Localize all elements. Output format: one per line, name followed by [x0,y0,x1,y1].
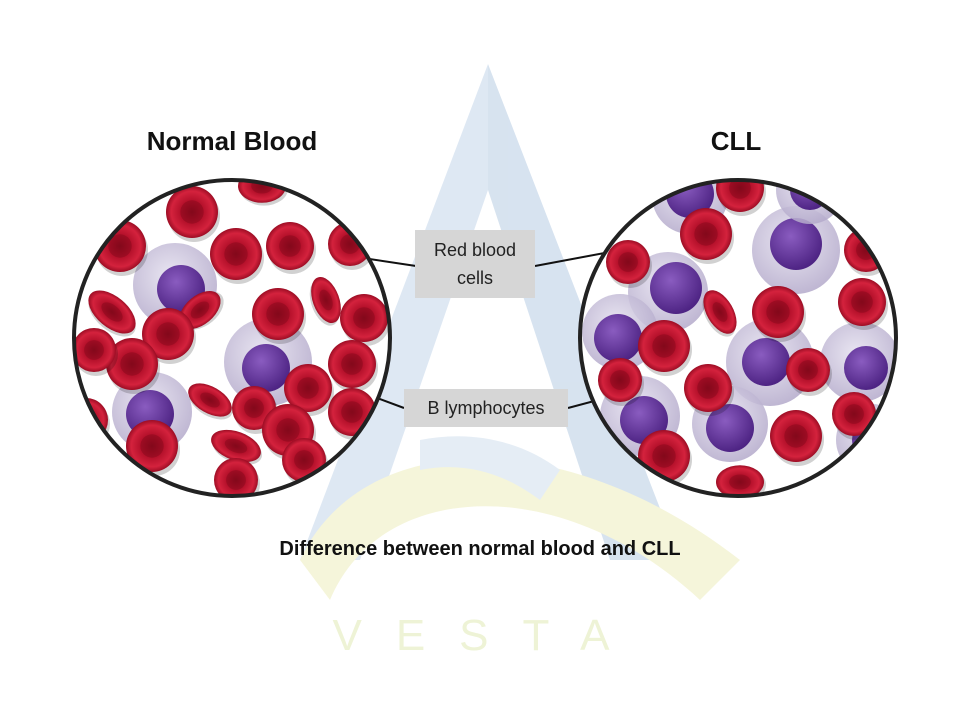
cll-blood-circle [578,178,898,498]
red-blood-cells-label: Red blood cells [415,230,535,298]
watermark-text: VESTA [332,611,643,660]
red-blood-cell [252,288,306,344]
red-blood-cell [328,340,378,392]
b-lymphocyte [752,206,840,294]
red-blood-cell [340,294,390,346]
red-blood-cell [716,180,766,216]
red-blood-cell [179,291,224,330]
red-blood-cell [211,429,263,465]
red-blood-cell [684,364,734,416]
red-blood-cell [126,420,180,476]
red-blood-cell [106,338,160,394]
b-lymphocytes-label: B lymphocytes [404,389,568,427]
red-blood-cell [166,186,220,242]
red-blood-cell [838,278,888,330]
red-blood-cells-label-line1: Red blood [433,240,517,260]
red-blood-cell [606,240,652,288]
red-blood-cells-label-line2: cells [456,268,493,288]
red-blood-cell [142,308,196,364]
b-lymphocyte [820,322,896,402]
red-blood-cell [88,290,136,337]
figure-caption: Difference between normal blood and CLL [279,538,681,560]
red-blood-cell [752,286,806,342]
red-blood-cell [309,276,341,326]
red-blood-cell [188,383,233,420]
red-blood-cell [598,358,644,406]
red-blood-cell [284,364,334,416]
normal-blood-title: Normal Blood [146,126,318,156]
normal-blood-circle [72,178,392,498]
red-blood-cell [266,222,316,274]
red-blood-cell [770,410,824,466]
cll-title: CLL [710,126,762,156]
red-blood-cell [680,208,734,264]
red-blood-cell [210,228,264,284]
red-blood-cell [702,290,737,337]
red-blood-cell [74,328,118,376]
red-blood-cell [638,320,692,376]
red-blood-cell [786,348,832,396]
